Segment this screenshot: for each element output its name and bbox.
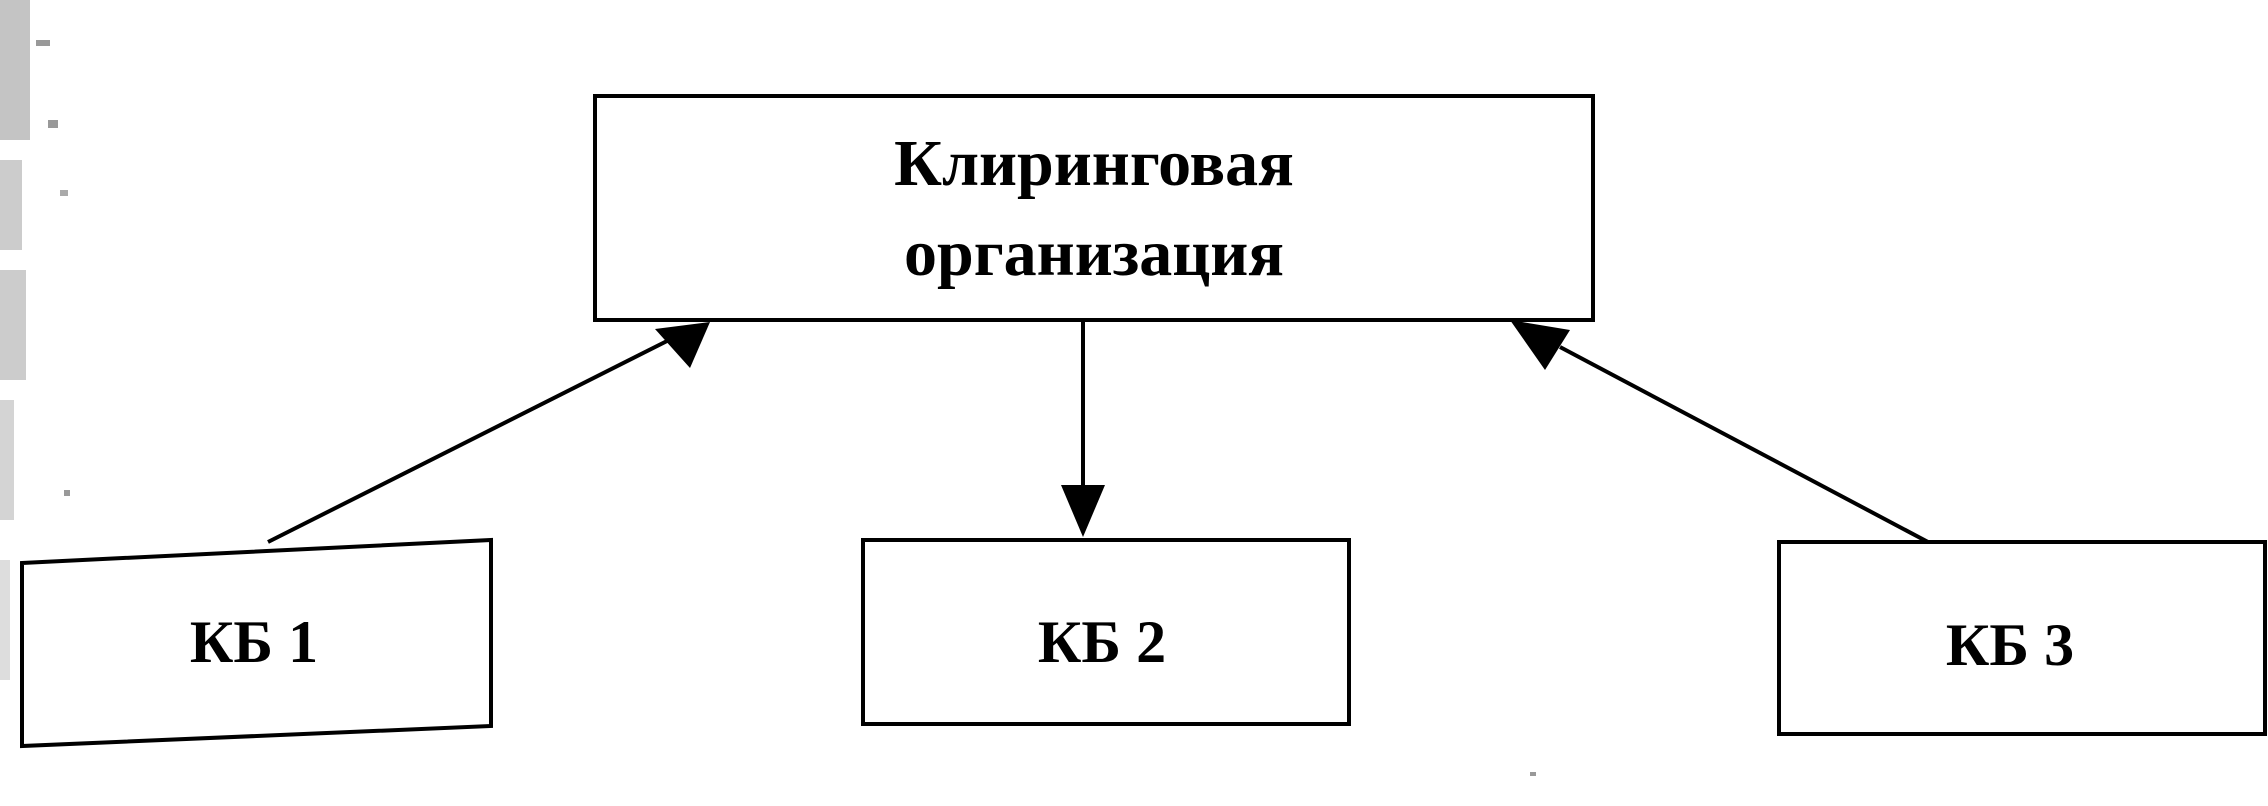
node-bank-3: КБ 3 [1777, 540, 2267, 736]
bank-3-label: КБ 3 [1946, 612, 2074, 678]
bank-3-box [1777, 540, 2267, 736]
clearing-box [593, 94, 1595, 322]
scan-noise [0, 0, 1536, 776]
edge-kb1-to-clearing [267, 335, 676, 544]
bank-2-label: КБ 2 [1038, 609, 1166, 675]
clearing-label-line2: организация [904, 217, 1284, 290]
edge-kb3-to-clearing [1559, 345, 1929, 544]
arrowhead-up-left [655, 322, 710, 368]
arrowhead-down [1061, 485, 1105, 537]
bank-1-box [20, 537, 493, 749]
node-bank-2: КБ 2 [861, 538, 1351, 726]
node-bank-1: КБ 1 [20, 537, 493, 749]
bank-2-box [861, 538, 1351, 726]
clearing-label-line1: Клиринговая [894, 127, 1294, 200]
bank-1-label: КБ 1 [190, 609, 318, 675]
arrowhead-up-right [1510, 320, 1570, 370]
node-clearing-organization: Клиринговая организация [593, 94, 1595, 322]
